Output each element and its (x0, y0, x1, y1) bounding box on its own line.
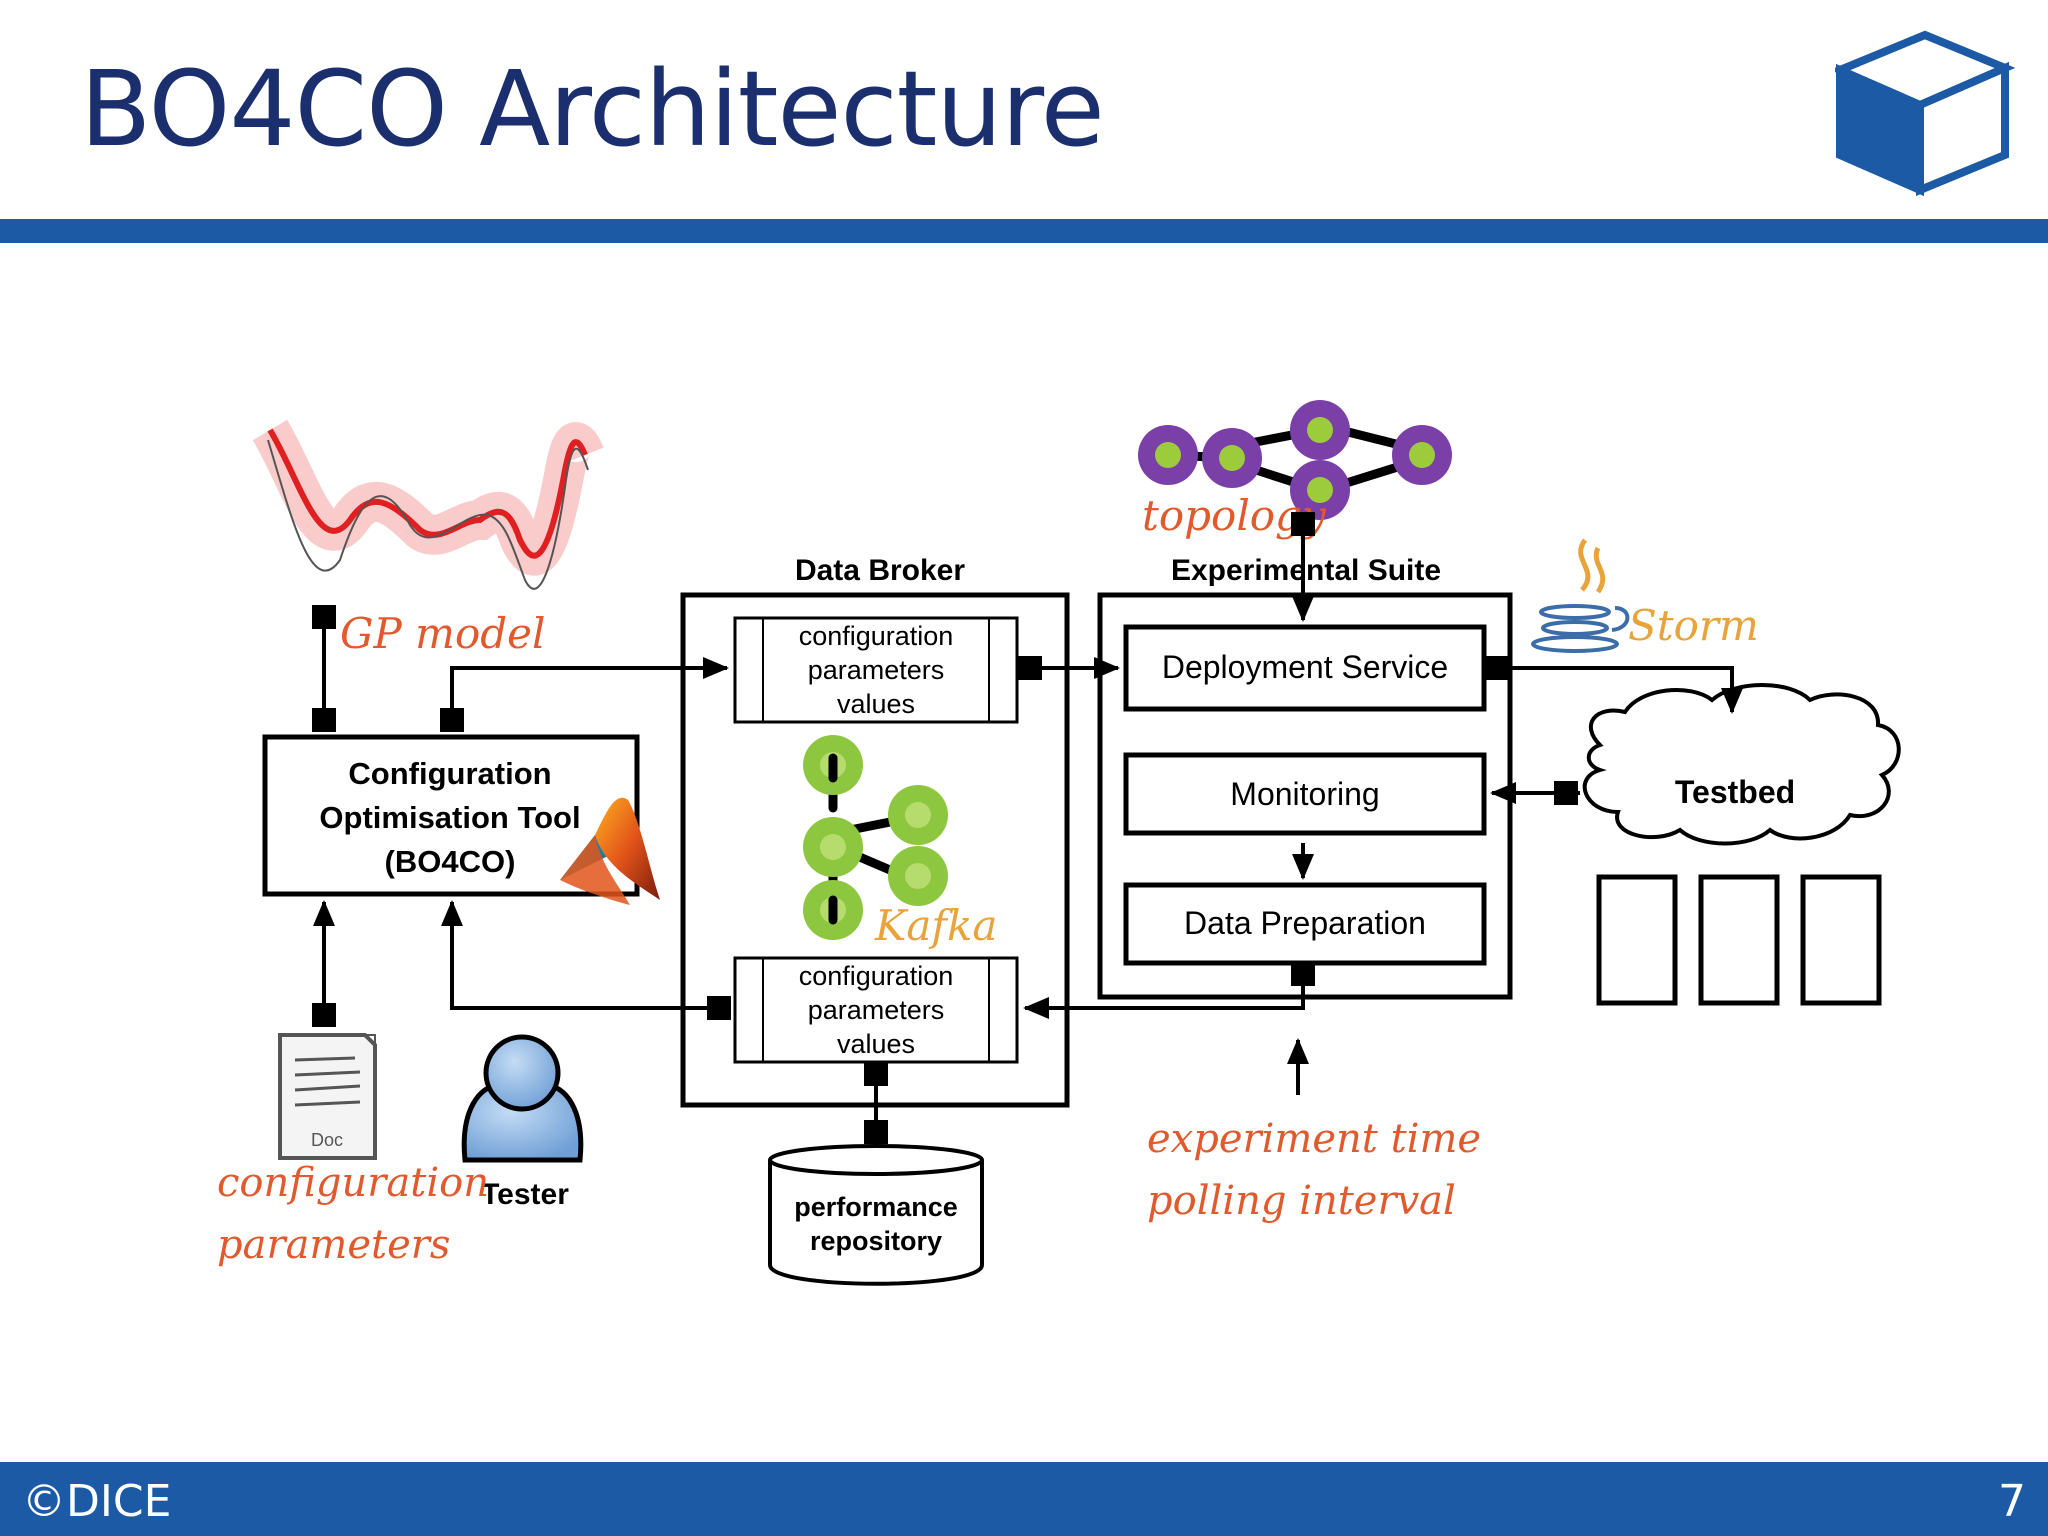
testbed-machines (1596, 874, 1882, 1006)
tool-line3: (BO4CO) (385, 844, 516, 879)
deployment-service-label: Deployment Service (1162, 649, 1448, 685)
hand-config-params-line1: configuration (217, 1160, 489, 1206)
tester-icon (461, 1034, 584, 1163)
deployment-service-box (1123, 624, 1487, 712)
title-bar (0, 219, 2048, 243)
hand-experiment-line1: experiment time (1147, 1116, 1481, 1162)
doc-icon: Doc (278, 1033, 377, 1160)
monitoring-box (1123, 752, 1487, 836)
experimental-suite-title: Experimental Suite (1171, 554, 1441, 587)
copyright-label: ©DICE (22, 1476, 172, 1527)
hand-experiment-line2: polling interval (1147, 1178, 1456, 1224)
tester-label: Tester (481, 1178, 569, 1211)
repository-line1: performance (794, 1192, 958, 1222)
data-preparation-label: Data Preparation (1184, 905, 1426, 941)
hand-config-params-line2: parameters (217, 1222, 450, 1268)
monitoring-label: Monitoring (1230, 776, 1379, 812)
performance-repository: performance repository (768, 1144, 984, 1286)
config-params-bottom-line2: parameters (808, 995, 945, 1025)
connector-ports (312, 512, 1578, 1144)
hand-storm: Storm (1628, 601, 1759, 650)
config-params-bottom-line3: values (837, 1029, 915, 1059)
tool-line2: Optimisation Tool (319, 800, 580, 835)
testbed-cloud: Testbed (1582, 683, 1901, 846)
page-number: 7 (1998, 1476, 2026, 1527)
footer-bar: ©DICE 7 (0, 1462, 2048, 1536)
config-params-top-line3: values (837, 689, 915, 719)
testbed-label: Testbed (1675, 774, 1795, 810)
config-params-top-line1: configuration (799, 621, 954, 651)
architecture-diagram: Data Broker configuration parameters val… (217, 400, 1901, 1286)
config-params-bottom-line1: configuration (799, 961, 954, 991)
data-broker-title: Data Broker (795, 554, 965, 587)
config-params-top-line2: parameters (808, 655, 945, 685)
repository-line2: repository (810, 1226, 942, 1256)
slide-title: BO4CO Architecture (80, 48, 1105, 170)
hand-gp-model: GP model (340, 609, 545, 658)
gp-model-plot (252, 419, 604, 590)
cube-icon (1835, 30, 2015, 197)
topology-icon (1138, 400, 1452, 520)
tool-line1: Configuration (348, 756, 551, 791)
doc-label: Doc (311, 1130, 343, 1150)
matlab-logo (560, 797, 660, 905)
config-params-bottom-box: configuration parameters values (733, 956, 1019, 1064)
storm-icon (1531, 538, 1630, 653)
hand-kafka: Kafka (874, 901, 997, 950)
config-params-top-box: configuration parameters values (733, 616, 1019, 724)
kafka-icon (803, 735, 948, 940)
